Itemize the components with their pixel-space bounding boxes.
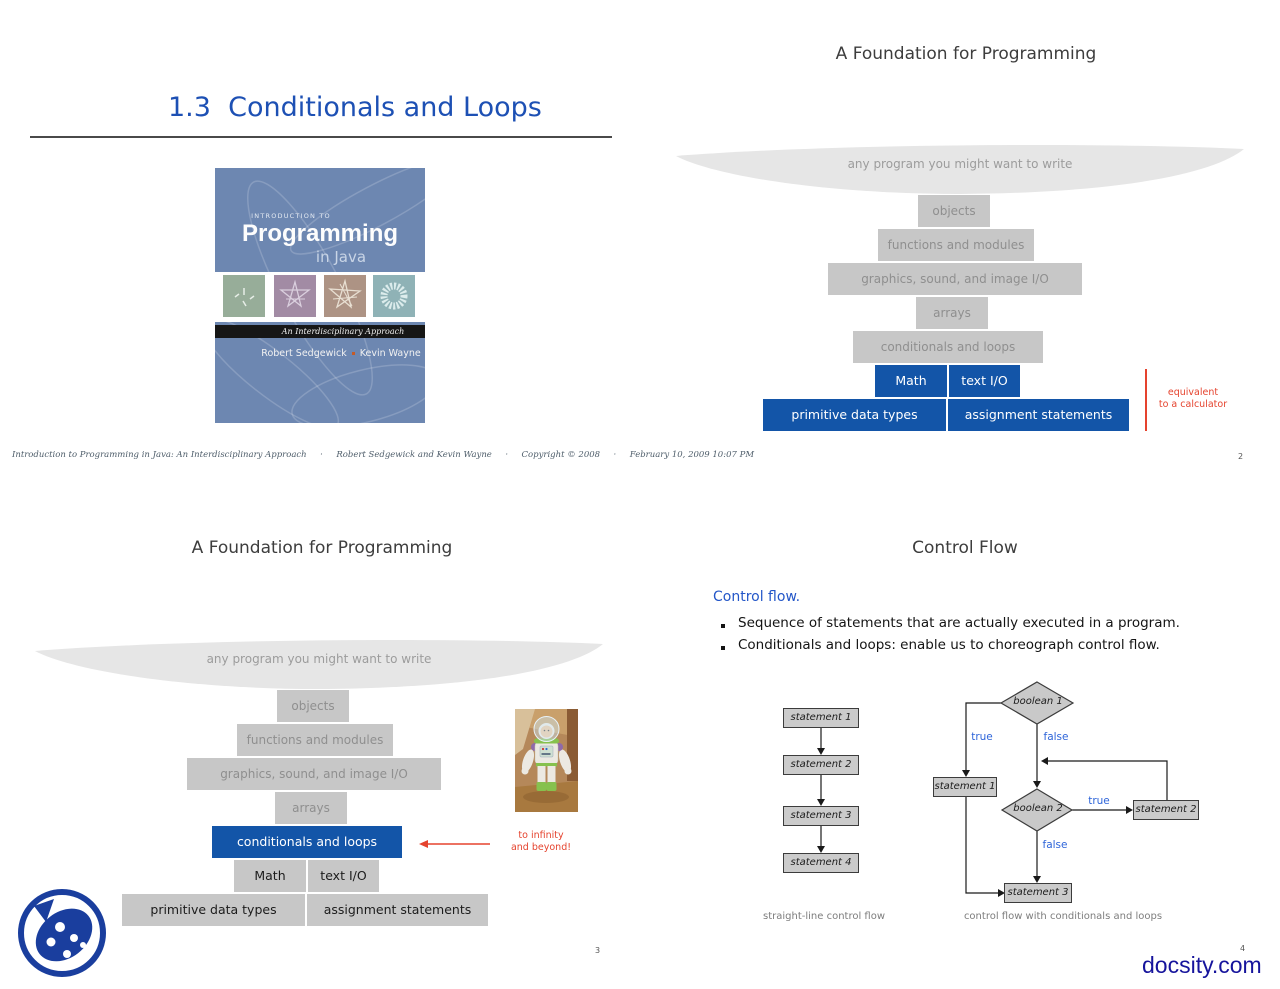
book-title: Programming: [241, 220, 399, 247]
infinity-annotation: to infinity and beyond!: [500, 830, 582, 854]
diamond-boolean2: [1000, 788, 1074, 832]
pyramid-row-conditionals-highlighted: conditionals and loops: [212, 826, 402, 858]
bullet-square: [721, 646, 725, 650]
branch-label-true: true: [1088, 795, 1110, 807]
book-subtitle: in Java: [315, 248, 367, 266]
left-flowchart-caption: straight-line control flow: [762, 911, 886, 922]
flow-node-statement1: statement 1: [783, 708, 859, 728]
red-arrow-icon: [419, 840, 490, 848]
funnel-label: any program you might want to write: [847, 157, 1073, 171]
pyramid-row-arrays: arrays: [916, 297, 988, 329]
slide4-title: Control Flow: [912, 538, 1018, 558]
tile-burst-icon: [380, 282, 408, 310]
book-series: INTRODUCTION TO: [251, 212, 331, 220]
infinity-annotation-line2: and beyond!: [510, 842, 572, 853]
box-assignment: assignment statements: [948, 399, 1129, 431]
diamond-label-boolean2: boolean 2: [1013, 803, 1063, 814]
author-separator-dot: [351, 352, 355, 355]
left-flowchart-connectors: [817, 728, 825, 853]
diamond-label-boolean1: boolean 1: [1013, 696, 1063, 707]
buzz-lightyear-image: [515, 709, 578, 812]
pyramid-row-graphics: graphics, sound, and image I/O: [187, 758, 441, 790]
box-textio: text I/O: [308, 860, 379, 892]
tile-star-icon: [279, 279, 311, 308]
calculator-annotation: equivalent to a calculator: [1150, 387, 1236, 411]
page-number-2: 2: [1238, 452, 1244, 461]
book-cover: INTRODUCTION TO Programming in Java: [215, 168, 425, 423]
flow-node-statement4: statement 4: [783, 853, 859, 873]
right-flowchart-connectors: [962, 681, 1168, 897]
book-banner-text: An Interdisciplinary Approach: [281, 327, 405, 336]
box-textio: text I/O: [949, 365, 1020, 397]
slide2-title: A Foundation for Programming: [835, 44, 1097, 64]
flow-node-statement2: statement 2: [1133, 800, 1199, 820]
page-number-4: 4: [1240, 944, 1246, 953]
bullet-square: [721, 624, 725, 628]
pyramid-row-graphics: graphics, sound, and image I/O: [828, 263, 1082, 295]
pyramid-row-conditionals: conditionals and loops: [853, 331, 1043, 363]
funnel-bowl: [35, 639, 603, 689]
box-primitive: primitive data types: [122, 894, 305, 926]
box-primitive: primitive data types: [763, 399, 946, 431]
tile-tan: [324, 275, 366, 317]
pyramid-row-objects: objects: [277, 690, 349, 722]
diamond-boolean1: [999, 681, 1075, 725]
docsity-watermark-link[interactable]: docsity.com: [1142, 952, 1262, 978]
calculator-annotation-line2: to a calculator: [1158, 399, 1228, 410]
slide3-title: A Foundation for Programming: [191, 538, 453, 558]
infinity-annotation-line1: to infinity: [518, 830, 564, 841]
slide-2: A Foundation for Programming: [640, 0, 1280, 494]
pyramid-row-arrays: arrays: [275, 792, 347, 824]
flow-node-statement1: statement 1: [933, 777, 997, 797]
page-number-3: 3: [595, 946, 601, 955]
flow-node-statement3: statement 3: [783, 806, 859, 826]
control-flow-heading: Control flow.: [713, 589, 801, 605]
calculator-brace-line: [1145, 369, 1147, 431]
docsity-logo-icon: [18, 889, 106, 977]
slide-1: 1.3 Conditionals and Loops INTRODUCTION …: [0, 0, 755, 494]
pyramid-row-functions: functions and modules: [237, 724, 393, 756]
slide1-title: 1.3 Conditionals and Loops: [168, 92, 542, 123]
branch-label-false: false: [1043, 731, 1069, 743]
tile-purple: [274, 275, 316, 317]
book-author1: Robert Sedgewick: [261, 348, 347, 359]
box-math: Math: [234, 860, 306, 892]
tile-star-icon: [328, 278, 362, 309]
calculator-annotation-line1: equivalent: [1167, 387, 1219, 398]
flow-node-statement3: statement 3: [1004, 883, 1072, 903]
book-authors: Robert Sedgewick Kevin Wayne: [236, 348, 425, 359]
funnel-bowl: [676, 144, 1244, 194]
box-math: Math: [875, 365, 947, 397]
right-flowchart-caption: control flow with conditionals and loops: [963, 911, 1163, 922]
tile-teal: [373, 275, 415, 317]
pyramid-row-objects: objects: [918, 195, 990, 227]
bullet-text-1: Sequence of statements that are actually…: [738, 615, 1180, 631]
box-assignment: assignment statements: [307, 894, 488, 926]
funnel-label: any program you might want to write: [206, 652, 432, 666]
book-author2: Kevin Wayne: [359, 348, 421, 359]
branch-label-true: true: [971, 731, 993, 743]
slide1-footer: Introduction to Programming in Java: An …: [12, 450, 755, 460]
pyramid-row-functions: functions and modules: [878, 229, 1034, 261]
title-divider: [30, 136, 612, 138]
bullet-text-2: Conditionals and loops: enable us to cho…: [738, 637, 1160, 653]
flow-node-statement2: statement 2: [783, 755, 859, 775]
tile-green: [223, 275, 265, 317]
branch-label-false: false: [1042, 839, 1068, 851]
book-banner: An Interdisciplinary Approach: [215, 325, 425, 338]
tile-dashes-icon: [234, 288, 255, 307]
